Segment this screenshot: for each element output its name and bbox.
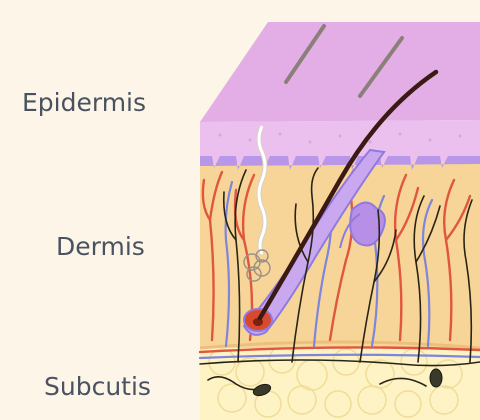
dermis-label: Dermis <box>56 232 145 261</box>
epidermis-label: Epidermis <box>22 88 146 117</box>
subcutis-label: Subcutis <box>44 372 151 401</box>
epidermis-layer <box>200 22 480 170</box>
hair-bulb-icon <box>244 309 272 331</box>
